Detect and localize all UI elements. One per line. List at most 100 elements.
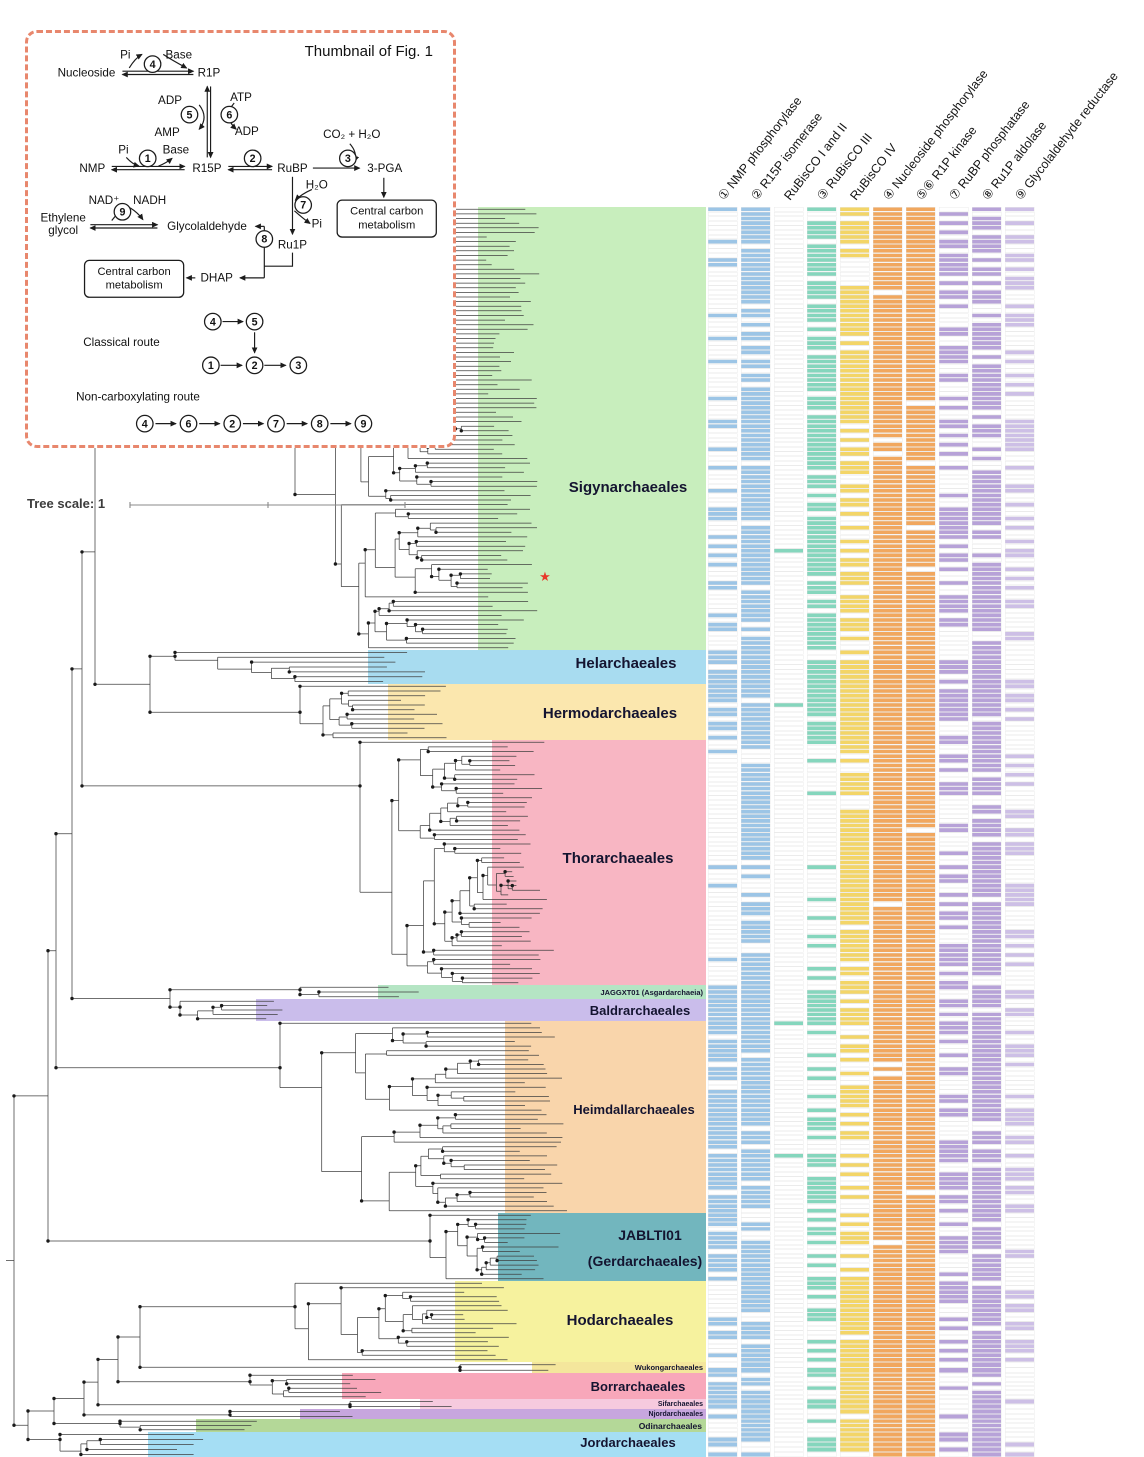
heatmap-cell — [707, 915, 738, 921]
heatmap-cell — [740, 576, 771, 581]
heatmap-cell — [773, 1308, 804, 1313]
heatmap-cell — [773, 1039, 804, 1044]
heatmap-cell — [707, 1308, 738, 1313]
heatmap-cell — [938, 465, 969, 470]
heatmap-cell — [839, 281, 870, 286]
heatmap-cell — [938, 484, 969, 489]
heatmap-cell — [740, 336, 771, 341]
heatmap-cell — [872, 364, 903, 369]
heatmap-cell — [740, 331, 771, 336]
heatmap-cell — [839, 1381, 870, 1386]
heatmap-cell — [905, 1409, 936, 1414]
heatmap-cell — [773, 521, 804, 526]
heatmap-cell — [971, 424, 1002, 429]
heatmap-cell — [707, 414, 738, 420]
heatmap-cell — [707, 493, 738, 498]
heatmap-cell — [740, 832, 771, 837]
heatmap-cell — [1004, 650, 1035, 655]
heatmap-cell — [938, 1276, 969, 1281]
clade-band-sigynarchaeales — [478, 207, 706, 650]
heatmap-cell — [938, 1404, 969, 1409]
heatmap-cell — [1004, 962, 1035, 967]
heatmap-cell — [773, 433, 804, 438]
heatmap-cell — [707, 1094, 738, 1099]
heatmap-cell — [1004, 874, 1035, 879]
heatmap-cell — [872, 929, 903, 934]
heatmap-cell — [1004, 939, 1035, 944]
heatmap-cell — [1004, 511, 1035, 516]
heatmap-cell — [872, 207, 903, 212]
heatmap-cell — [806, 1423, 837, 1428]
heatmap-cell — [740, 754, 771, 759]
heatmap-cell — [1004, 1348, 1035, 1353]
heatmap-cell — [938, 479, 969, 484]
heatmap-cell — [938, 1249, 969, 1254]
heatmap-cell — [1004, 1094, 1035, 1099]
heatmap-cell — [905, 461, 936, 466]
heatmap-cell — [707, 1222, 738, 1227]
heatmap-cell — [707, 1213, 738, 1218]
heatmap-cell — [872, 841, 903, 847]
heatmap-cell — [971, 253, 1002, 258]
heatmap-cell — [806, 317, 837, 323]
heatmap-cell — [773, 525, 804, 530]
heatmap-cell — [905, 544, 936, 549]
heatmap-cell — [872, 1003, 903, 1008]
heatmap-cell — [938, 1185, 969, 1190]
heatmap-cell — [872, 1447, 903, 1452]
heatmap-cell — [1004, 216, 1035, 221]
heatmap-cell — [806, 740, 837, 745]
heatmap-cell — [806, 971, 837, 976]
heatmap-cell — [938, 1452, 969, 1457]
heatmap-cell — [1004, 735, 1035, 740]
heatmap-cell — [872, 507, 903, 512]
heatmap-cell — [938, 581, 969, 586]
heatmap-cell — [806, 767, 837, 773]
heatmap-cell — [905, 962, 936, 967]
heatmap-cell — [938, 985, 969, 990]
heatmap-cell — [773, 1085, 804, 1090]
heatmap-cell — [740, 730, 771, 736]
heatmap-cell — [872, 976, 903, 981]
heatmap-cell — [872, 1048, 903, 1053]
heatmap-cell — [707, 883, 738, 888]
heatmap-cell — [839, 994, 870, 999]
heatmap-cell — [839, 461, 870, 466]
heatmap-cell — [740, 1231, 771, 1236]
heatmap-cell — [839, 957, 870, 962]
heatmap-cell — [740, 1094, 771, 1099]
heatmap-cell — [707, 1254, 738, 1259]
heatmap-cell — [938, 874, 969, 879]
heatmap-cell — [905, 285, 936, 290]
heatmap-cell — [872, 1057, 903, 1062]
heatmap-cell — [707, 1103, 738, 1108]
heatmap-cell — [1004, 248, 1035, 253]
heatmap-cell — [707, 980, 738, 985]
heatmap-cell — [707, 730, 738, 736]
heatmap-cell — [707, 553, 738, 558]
heatmap-cell — [773, 985, 804, 990]
heatmap-cell — [740, 1272, 771, 1277]
heatmap-cell — [872, 1452, 903, 1457]
heatmap-cell — [839, 1012, 870, 1017]
heatmap-cell — [839, 1294, 870, 1299]
clade-band-njordarchaeales — [300, 1409, 706, 1419]
heatmap-cell — [707, 401, 738, 406]
heatmap-cell — [740, 957, 771, 962]
heatmap-cell — [971, 679, 1002, 684]
heatmap-cell — [707, 1404, 738, 1409]
heatmap-cell — [839, 521, 870, 526]
heatmap-cell — [707, 855, 738, 860]
heatmap-cell — [938, 1235, 969, 1240]
heatmap-cell — [740, 791, 771, 796]
heatmap-cell — [839, 571, 870, 576]
heatmap-cell — [707, 1048, 738, 1053]
heatmap-cell — [707, 308, 738, 313]
heatmap-cell — [806, 664, 837, 670]
heatmap-cell — [971, 1162, 1002, 1168]
heatmap-cell — [773, 216, 804, 221]
heatmap-cell — [938, 1326, 969, 1331]
heatmap-cell — [740, 1404, 771, 1409]
